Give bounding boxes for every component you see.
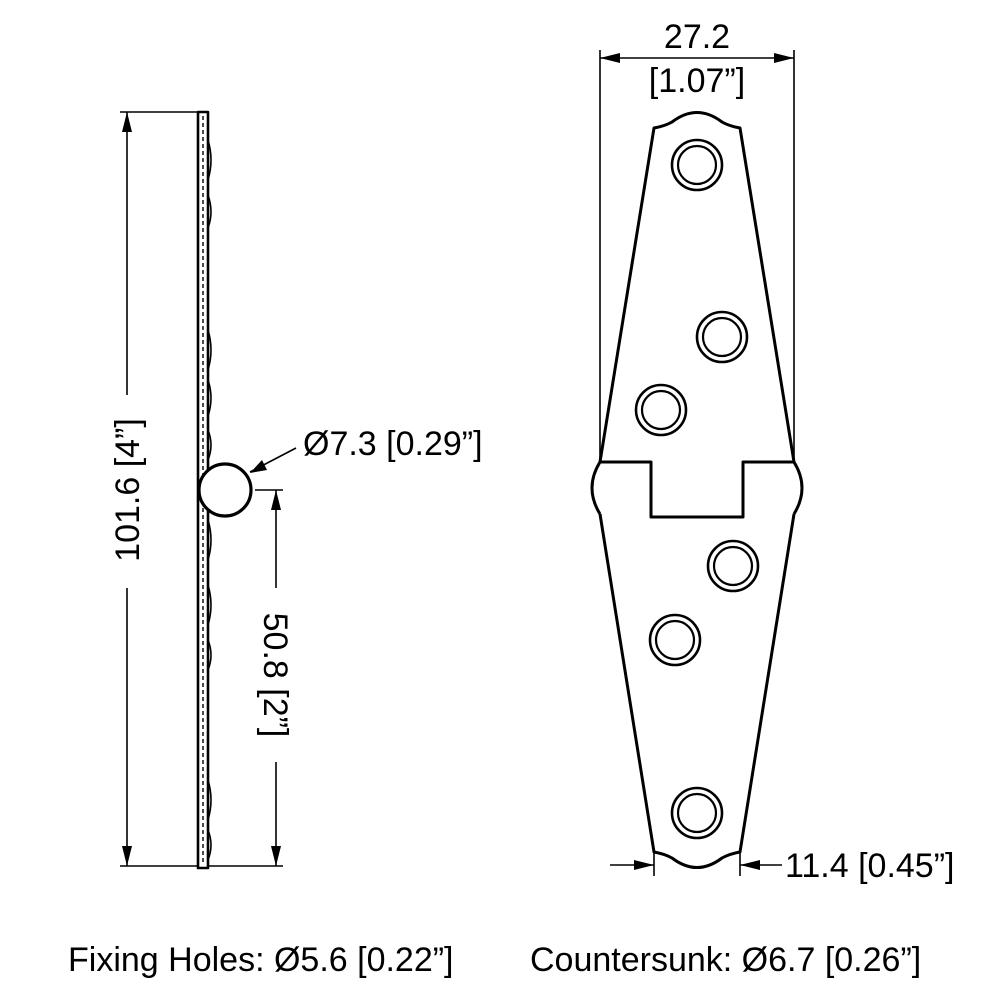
knuckle-notch-outline [600, 460, 794, 519]
fixing-hole [634, 383, 688, 437]
overall-length-label: 101.6 [4”] [109, 418, 147, 562]
knuckle-right [792, 461, 804, 515]
upper-leaf-outline [598, 111, 796, 463]
width-label: 27.2 [664, 18, 730, 56]
countersunk-note: Countersunk: Ø6.7 [0.26”] [530, 941, 921, 979]
pin-offset-label: 50.8 [2”] [256, 613, 294, 738]
pin-circle [197, 462, 253, 518]
width-arrow-left [600, 53, 620, 63]
fixing-hole [706, 539, 760, 593]
side-view: 101.6 [4”] Ø7.3 [0.29”] 50.8 [2”] [109, 110, 483, 870]
knuckle-left [590, 461, 602, 515]
fixing-hole [670, 138, 724, 192]
front-view: 27.2 [1.07”] [590, 18, 955, 885]
offset-arrow-top [271, 490, 281, 510]
pin-diameter-label: Ø7.3 [0.29”] [303, 425, 483, 463]
length-arrow-bottom [122, 846, 132, 866]
fixing-hole [670, 786, 724, 840]
width-inch-label: [1.07”] [649, 62, 745, 100]
pin-leader-arrow [250, 460, 267, 473]
tip-arrow-right [740, 860, 760, 870]
fixing-holes-note: Fixing Holes: Ø5.6 [0.22”] [68, 941, 454, 979]
fixing-hole [695, 310, 749, 364]
lower-leaf-outline [598, 513, 796, 869]
side-countersink-marks [207, 139, 212, 861]
width-arrow-right [774, 53, 794, 63]
offset-arrow-bottom [271, 846, 281, 866]
fixing-hole [648, 613, 702, 667]
length-arrow-top [122, 112, 132, 132]
tip-arrow-left [634, 860, 654, 870]
tip-width-label: 11.4 [0.45”] [785, 847, 955, 885]
